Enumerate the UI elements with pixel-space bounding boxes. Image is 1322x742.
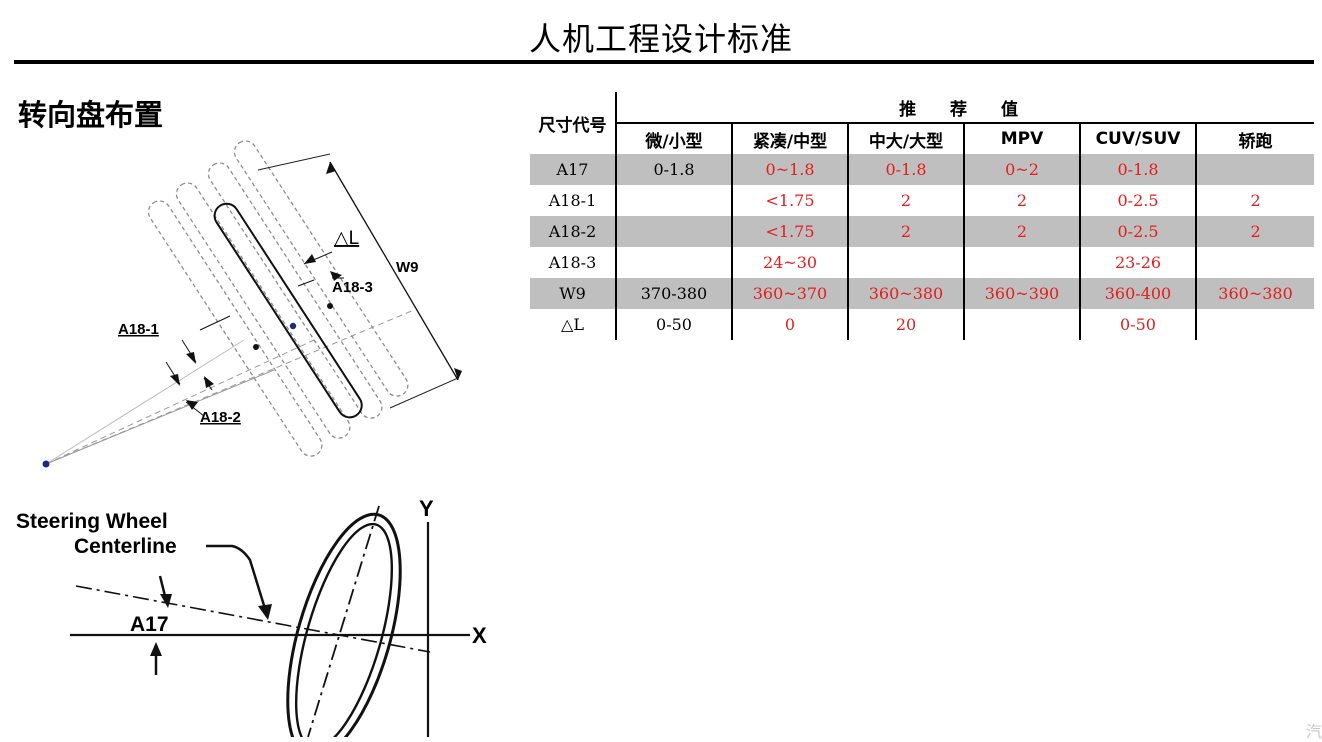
row-code-cell: W9 bbox=[530, 278, 617, 309]
table-row: A17 0-1.8 0~1.8 0-1.8 0~2 0-1.8 bbox=[530, 154, 1315, 185]
table-cell: <1.75 bbox=[732, 185, 849, 216]
table-cell: 0-1.8 bbox=[848, 154, 965, 185]
table-cell: 0-2.5 bbox=[1080, 216, 1197, 247]
corner-watermark: 汽 bbox=[1306, 722, 1322, 741]
table-cell: 2 bbox=[848, 216, 965, 247]
a18-2-label: A18-2 bbox=[200, 409, 241, 426]
table-cell bbox=[1196, 154, 1315, 185]
table-cell: 20 bbox=[848, 309, 965, 340]
table-row: A18-2 <1.75 2 2 0-2.5 2 bbox=[530, 216, 1315, 247]
table-cell bbox=[1196, 247, 1314, 278]
page-title: 人机工程设计标准 bbox=[528, 20, 793, 58]
row-code-cell: A18-1 bbox=[530, 185, 617, 216]
title-divider bbox=[14, 60, 1314, 64]
table-row: A18-3 24~30 23-26 bbox=[530, 247, 1314, 278]
table-cell: 2 bbox=[1196, 216, 1315, 247]
table-row: W9 370-380 360~370 360~380 360~390 360-4… bbox=[530, 278, 1315, 309]
table-cell: 0~1.8 bbox=[732, 154, 849, 185]
row-code-cell: A18-2 bbox=[530, 216, 617, 247]
dimension-code-header: 尺寸代号 bbox=[530, 92, 617, 154]
table-cell: 0-50 bbox=[1080, 309, 1197, 340]
steering-adjustment-diagram: W9 △L A18-3 A18-1 A18-2 bbox=[42, 140, 462, 468]
table-cell: 360~380 bbox=[1196, 278, 1315, 309]
recommended-values-table: 尺寸代号 推 荐 值 微/小型 紧凑/中型 中大/大型 MPV CUV/SUV … bbox=[530, 92, 1315, 340]
x-axis-label: X bbox=[472, 623, 487, 648]
centerline-label: Centerline bbox=[74, 535, 177, 558]
column-header: 中大/大型 bbox=[848, 123, 965, 154]
a18-1-label: A18-1 bbox=[118, 321, 159, 338]
table-cell: 0-1.8 bbox=[616, 154, 733, 185]
section-heading: 转向盘布置 bbox=[18, 98, 164, 132]
column-header: 微/小型 bbox=[616, 123, 733, 154]
delta-l-label: △L bbox=[334, 228, 359, 249]
y-axis-label: Y bbox=[419, 496, 434, 521]
recommended-value-header: 推 荐 值 bbox=[616, 92, 1315, 124]
table-cell bbox=[964, 309, 1081, 340]
column-header: 轿跑 bbox=[1238, 131, 1273, 152]
table-cell: 0 bbox=[732, 309, 849, 340]
table-cell: 0-1.8 bbox=[1080, 154, 1197, 185]
table-row: A18-1 <1.75 2 2 0-2.5 2 bbox=[530, 185, 1314, 216]
table-cell: 2 bbox=[848, 185, 965, 216]
column-header: CUV/SUV bbox=[1080, 123, 1197, 154]
steering-centerline-diagram: Steering Wheel Centerline X Y A17 bbox=[16, 496, 487, 737]
table-cell: 2 bbox=[1250, 191, 1261, 210]
w9-label: W9 bbox=[396, 259, 419, 276]
table-cell bbox=[616, 216, 733, 247]
row-code-cell: A18-3 bbox=[530, 247, 617, 278]
table-cell bbox=[964, 247, 1081, 278]
table-cell bbox=[848, 247, 965, 278]
table-cell: 360-400 bbox=[1080, 278, 1197, 309]
column-header: MPV bbox=[964, 123, 1081, 154]
table-cell bbox=[616, 247, 733, 278]
table-cell: 2 bbox=[964, 185, 1081, 216]
table-row: △L 0-50 0 20 0-50 bbox=[530, 309, 1314, 340]
table-cell: 24~30 bbox=[732, 247, 849, 278]
table-cell: 370-380 bbox=[616, 278, 733, 309]
a17-label: A17 bbox=[130, 613, 169, 636]
table-cell bbox=[616, 185, 733, 216]
table-cell bbox=[1196, 309, 1314, 340]
table-cell: 2 bbox=[964, 216, 1081, 247]
column-header: 紧凑/中型 bbox=[732, 123, 849, 154]
table-cell: 360~370 bbox=[732, 278, 849, 309]
table-cell: 0-50 bbox=[616, 309, 733, 340]
row-code-cell: △L bbox=[530, 309, 617, 340]
table-cell: 0-2.5 bbox=[1080, 185, 1197, 216]
table-cell: <1.75 bbox=[732, 216, 849, 247]
a18-3-label: A18-3 bbox=[332, 279, 373, 296]
steering-wheel-label: Steering Wheel bbox=[16, 510, 168, 533]
row-code-cell: A17 bbox=[530, 154, 617, 185]
table-cell: 0~2 bbox=[964, 154, 1081, 185]
table-cell: 23-26 bbox=[1080, 247, 1197, 278]
table-cell: 360~390 bbox=[964, 278, 1081, 309]
table-cell: 360~380 bbox=[848, 278, 965, 309]
